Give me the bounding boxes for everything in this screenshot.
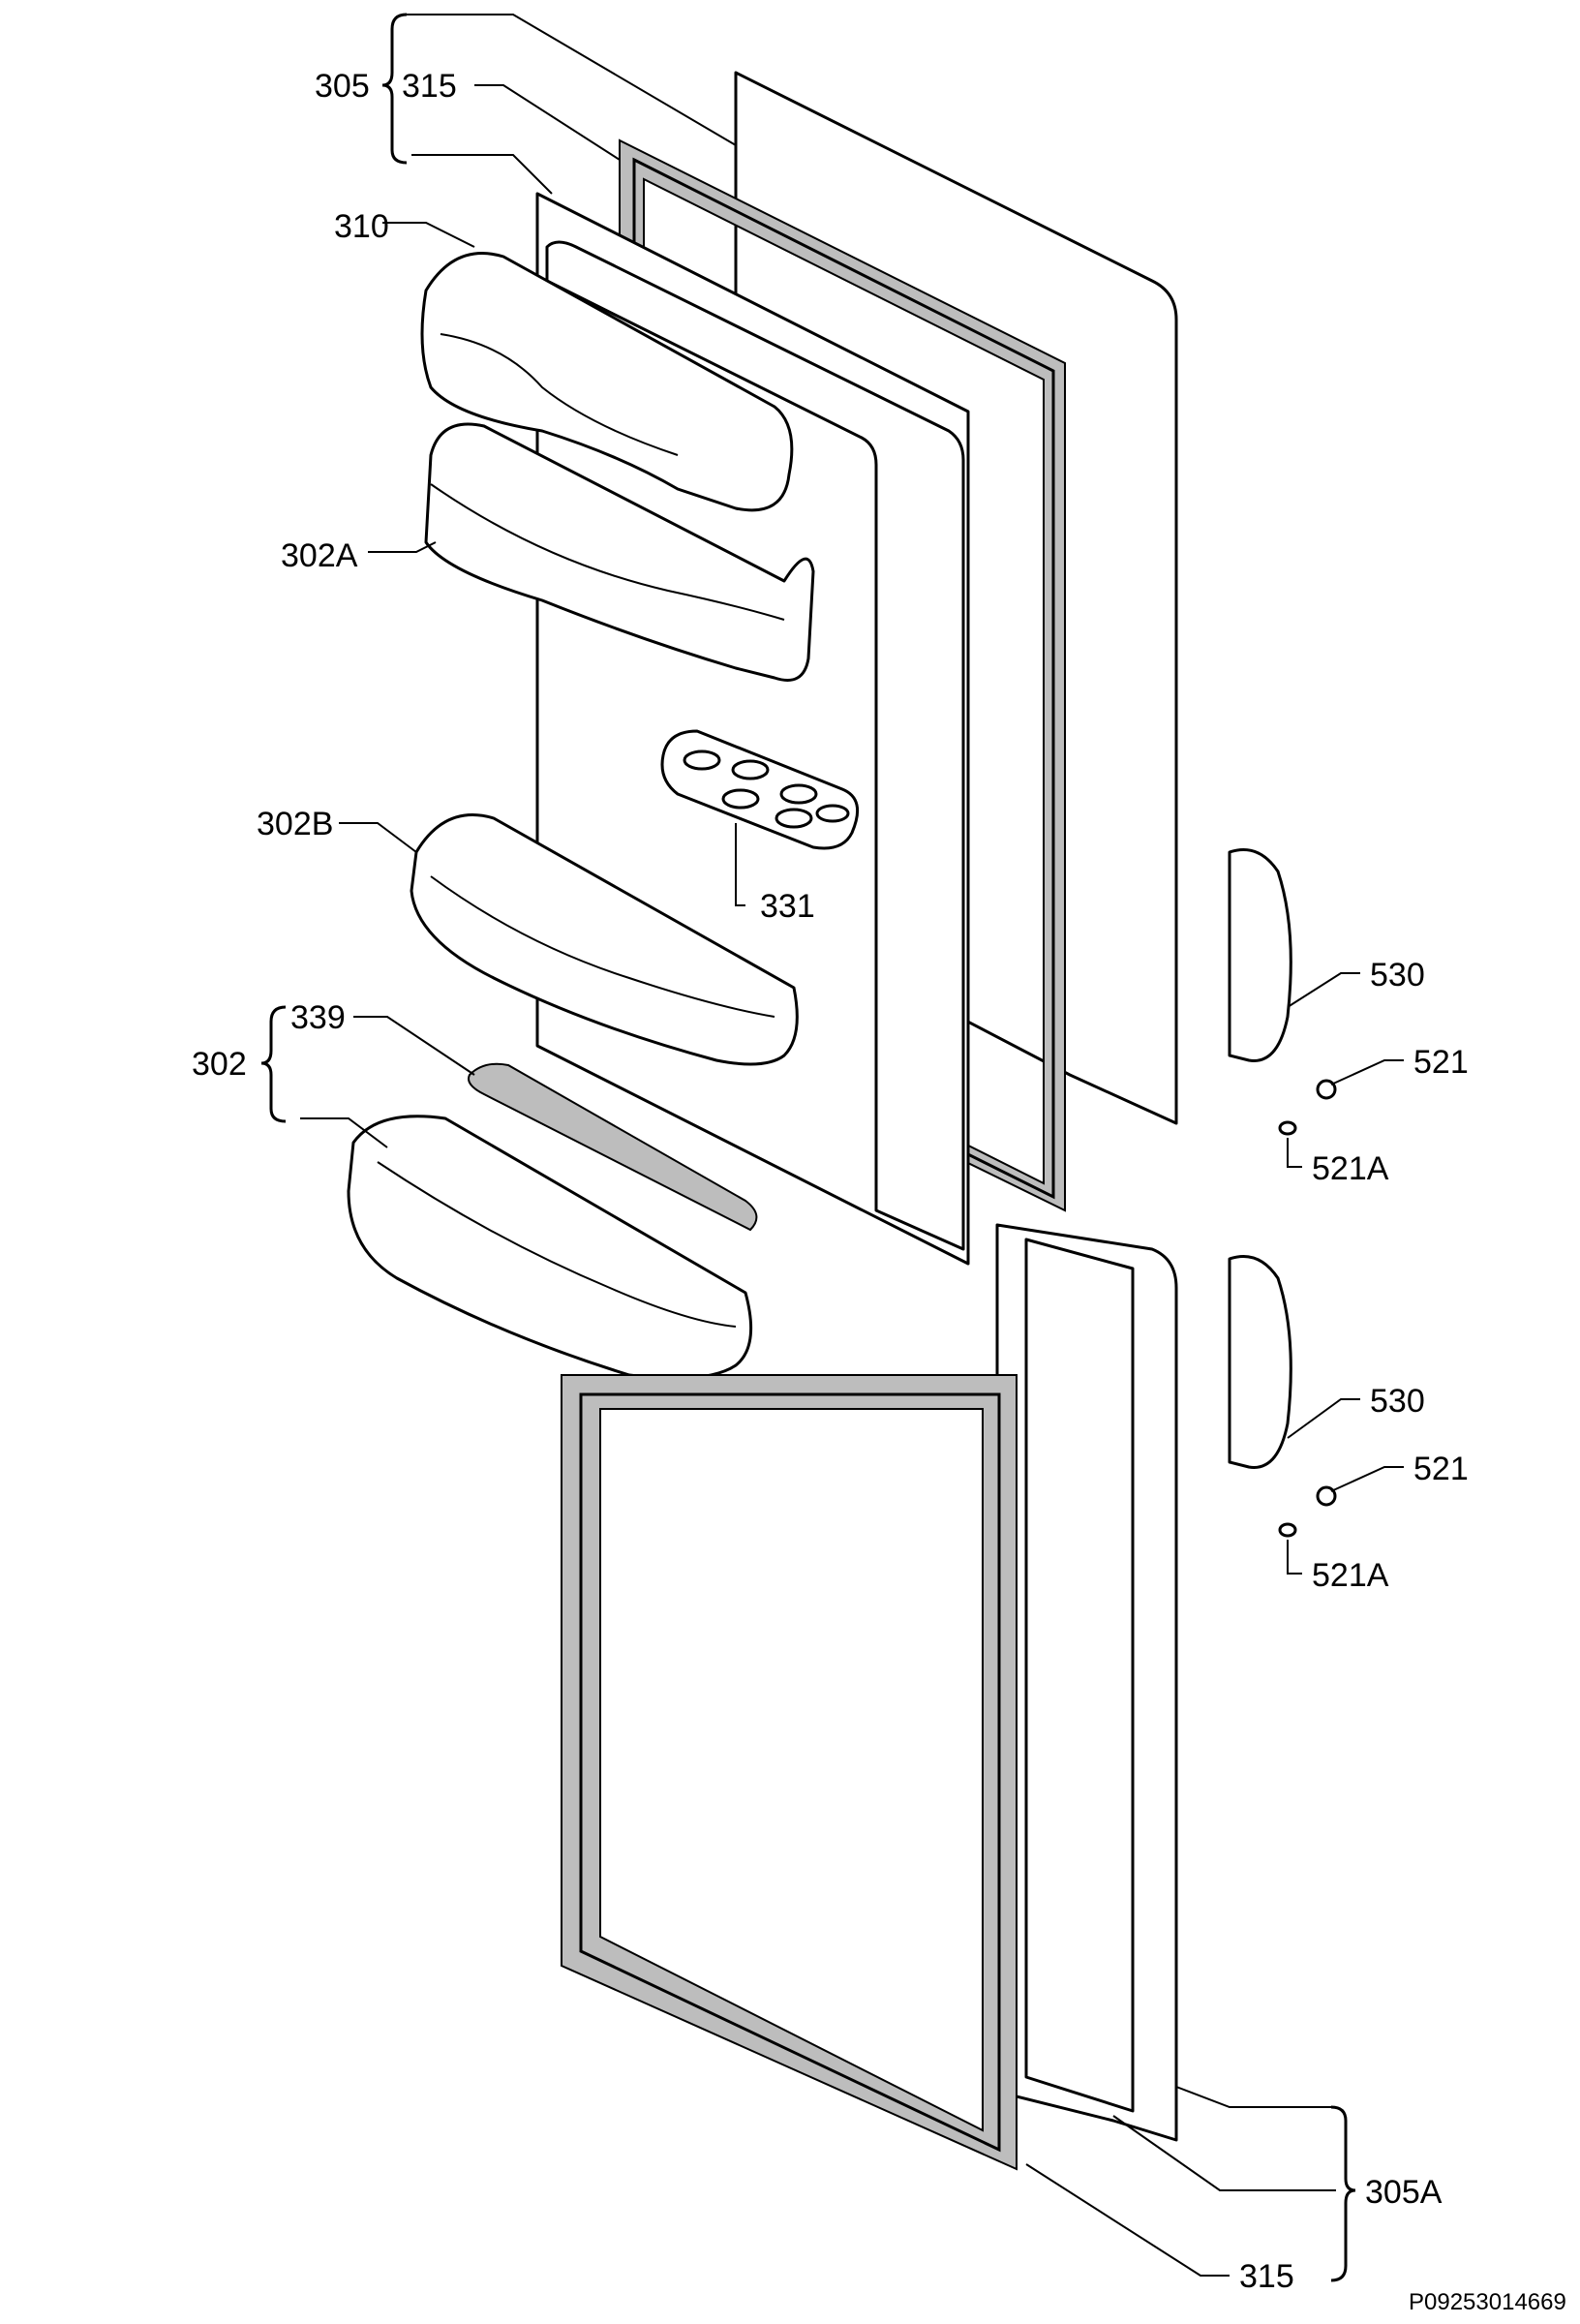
leader-521a-top: [1287, 1138, 1302, 1168]
label-305: 305: [315, 68, 370, 105]
label-315-top: 315: [402, 68, 457, 105]
label-521-bot: 521: [1413, 1451, 1469, 1487]
leader-339: [353, 1016, 475, 1076]
brace-302: [260, 1005, 287, 1123]
leader-310: [382, 222, 475, 248]
brace-305: [381, 13, 408, 165]
screw-upper: [1316, 1079, 1337, 1100]
door-shelf-302b: [410, 813, 799, 1066]
label-530-bot: 530: [1370, 1383, 1425, 1420]
lower-door-outer-panel: [995, 1223, 1178, 2142]
leader-302a: [368, 541, 437, 553]
label-305a: 305A: [1365, 2174, 1443, 2211]
leader-305-top: [407, 14, 737, 146]
screw-lower: [1316, 1485, 1337, 1507]
leader-521-top: [1330, 1059, 1404, 1086]
leader-315-bot: [1025, 2163, 1230, 2277]
bottle-retainer: [468, 1062, 758, 1232]
drawing-id: P09253014669: [1409, 2289, 1566, 2315]
leader-521a-bot: [1287, 1540, 1302, 1575]
leader-521-bot: [1330, 1466, 1404, 1492]
label-315-bot: 315: [1239, 2258, 1294, 2295]
leader-331: [735, 823, 745, 906]
brace-305a: [1330, 2105, 1356, 2282]
leader-305-mid: [411, 154, 553, 195]
door-handle-lower: [1228, 1255, 1292, 1469]
bottle-shelf: [347, 1115, 753, 1380]
leader-315-top: [474, 84, 621, 161]
label-521a-bot: 521A: [1312, 1557, 1389, 1594]
butter-compartment-cover: [420, 252, 794, 512]
egg-tray: [660, 729, 860, 850]
label-331: 331: [760, 888, 815, 925]
leader-530-top: [1287, 972, 1360, 1008]
door-handle-upper: [1228, 848, 1292, 1062]
leader-305a-top: [1175, 2086, 1331, 2108]
leader-305a-mid: [1112, 2115, 1336, 2191]
label-530-top: 530: [1370, 957, 1425, 994]
lower-door-gasket: [561, 1374, 1018, 2171]
door-shelf-302a: [424, 422, 815, 682]
label-310: 310: [334, 208, 389, 245]
label-302: 302: [192, 1046, 247, 1083]
label-339: 339: [290, 999, 346, 1036]
label-521-top: 521: [1413, 1044, 1469, 1081]
leader-302b: [339, 822, 417, 853]
leader-530-bot: [1287, 1398, 1360, 1439]
leader-302-lower: [300, 1117, 388, 1148]
washer-lower: [1278, 1522, 1297, 1538]
label-302a: 302A: [281, 537, 358, 574]
label-521a-top: 521A: [1312, 1150, 1389, 1187]
washer-upper: [1278, 1120, 1297, 1136]
label-302b: 302B: [257, 806, 333, 842]
